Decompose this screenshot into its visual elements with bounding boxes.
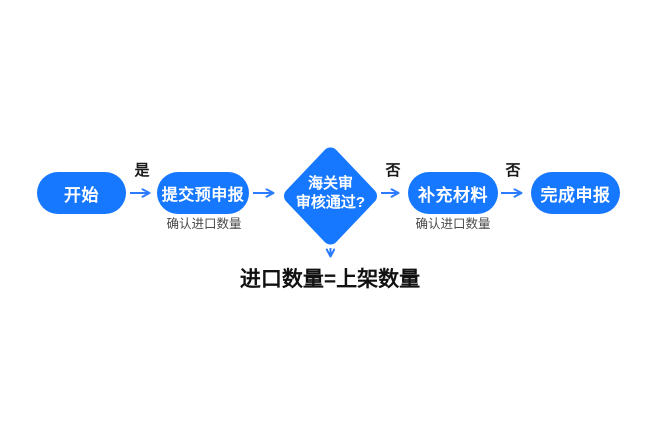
decision-label-line2: 审核通过? [295, 194, 366, 211]
node-supplement-materials: 补充材料 [408, 172, 498, 214]
edge-label-yes: 是 [134, 162, 150, 179]
node-supplement-label: 补充材料 [418, 185, 488, 205]
note-confirm-import-qty-2: 确认进口数量 [415, 217, 491, 231]
note-confirm-import-qty-1: 确认进口数量 [166, 217, 242, 231]
node-start-label: 开始 [64, 185, 99, 205]
decision-diamond-shape [284, 147, 377, 245]
decision-label-line1: 海关审 [307, 175, 353, 192]
node-submit-predeclaration: 提交预申报 [157, 172, 249, 214]
node-finish-label: 完成申报 [540, 185, 611, 205]
node-decision: 海关审 审核通过? [283, 174, 378, 212]
edge-label-no-1: 否 [385, 162, 401, 179]
edge-label-no-2: 否 [505, 162, 521, 179]
footnote-import-equals-shelf: 进口数量=上架数量 [239, 268, 421, 291]
node-start: 开始 [37, 172, 126, 214]
node-submit-label: 提交预申报 [161, 187, 245, 204]
node-finish-declaration: 完成申报 [531, 172, 620, 214]
